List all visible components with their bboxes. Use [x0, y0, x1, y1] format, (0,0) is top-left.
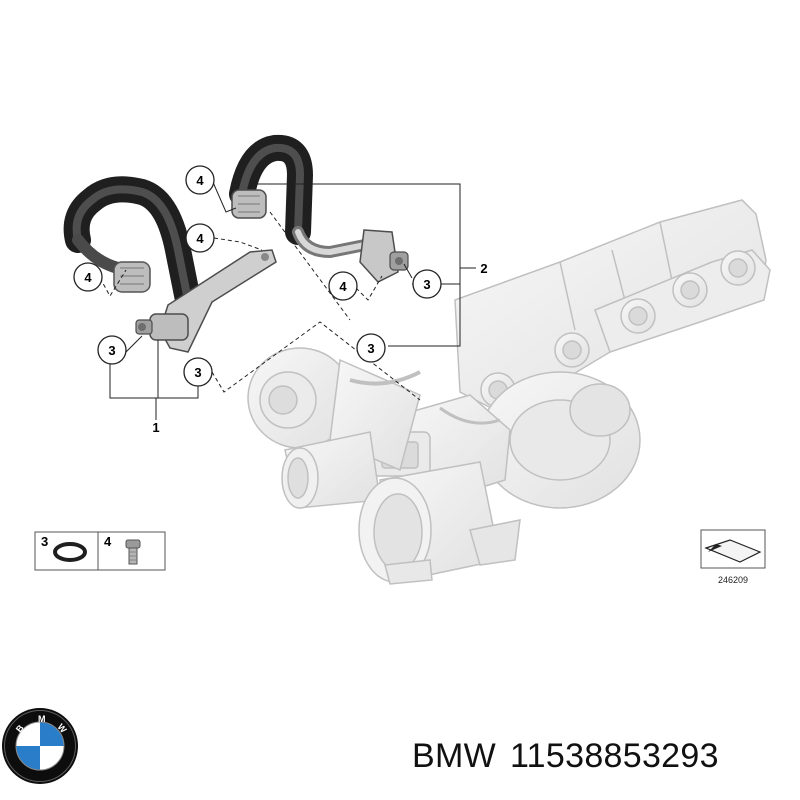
callout-3-lower: 3: [183, 357, 213, 387]
legend-item-3-number: 3: [41, 534, 48, 549]
svg-text:B: B: [14, 722, 26, 734]
turbocharger-manifold-ghost: [247, 199, 771, 585]
diagram-code: 246209: [718, 575, 748, 585]
bolt-icon: [125, 539, 141, 565]
callout-4-right: 4: [328, 271, 358, 301]
callout-4-top: 4: [185, 165, 215, 195]
coolant-line-right: [229, 134, 409, 283]
callout-4-left: 4: [73, 262, 103, 292]
legend-item-4-number: 4: [104, 534, 112, 549]
svg-text:3: 3: [423, 277, 430, 292]
bmw-logo: B M W: [2, 708, 78, 784]
diagram-code-box: 246209: [700, 529, 766, 585]
svg-text:3: 3: [367, 341, 374, 356]
svg-text:4: 4: [84, 270, 92, 285]
svg-text:3: 3: [194, 365, 201, 380]
svg-text:4: 4: [339, 279, 347, 294]
o-ring-icon: [53, 542, 87, 562]
callout-3-turbo: 3: [356, 333, 386, 363]
svg-text:M: M: [38, 714, 46, 724]
part-number: 11538853293: [510, 737, 719, 775]
svg-text:3: 3: [108, 343, 115, 358]
brand-name: BMW: [412, 737, 496, 775]
group-label-1: 1: [152, 420, 159, 435]
parts-legend: 3 4: [34, 531, 166, 571]
callout-4-middle: 4: [185, 223, 215, 253]
part-caption: BMW 11538853293: [412, 737, 719, 776]
callout-3-right-fitting: 3: [412, 269, 442, 299]
svg-text:4: 4: [196, 173, 204, 188]
svg-text:4: 4: [196, 231, 204, 246]
coolant-line-left: [63, 176, 277, 353]
callout-3-left-bracket: 3: [97, 335, 127, 365]
group-label-2: 2: [480, 261, 487, 276]
